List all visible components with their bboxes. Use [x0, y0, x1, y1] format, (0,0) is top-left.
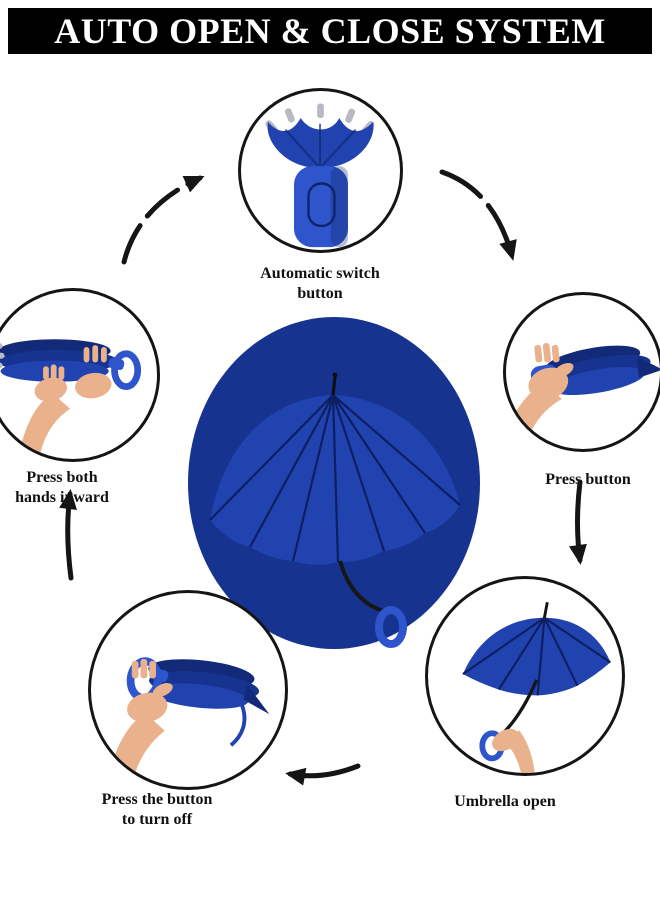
hand-press-button-icon: [506, 343, 660, 442]
title-banner: AUTO OPEN & CLOSE SYSTEM: [8, 8, 652, 54]
caption-press-button: Press button: [508, 470, 660, 490]
step-circle-hands-inward: [0, 288, 160, 462]
caption-umbrella-open: Umbrella open: [405, 792, 605, 812]
step-circle-press-button: [503, 292, 660, 452]
cycle-arrow-left-to-top-icon: [121, 175, 205, 265]
step-circle-automatic-switch: [238, 88, 403, 253]
cycle-arrow-top-to-right-icon: [439, 169, 517, 261]
caption-turn-off: Press the button to turn off: [57, 790, 257, 829]
cycle-arrow-right-down-icon: [569, 479, 587, 565]
caption-line: Press the button: [101, 791, 213, 808]
cycle-arrow-bottom-left-icon: [285, 763, 361, 786]
cycle-arrow-left-up-icon: [59, 489, 77, 581]
caption-line: button: [297, 284, 343, 302]
page-title: AUTO OPEN & CLOSE SYSTEM: [54, 11, 606, 51]
open-umbrella-icon: [462, 602, 611, 773]
caption-line: Press button: [545, 471, 631, 488]
hand-press-turn-off-icon: [106, 657, 270, 787]
caption-line: to turn off: [121, 810, 193, 828]
open-umbrella-illustration: [188, 317, 480, 649]
step-circle-umbrella-open: [425, 576, 625, 776]
caption-line: Automatic switch: [260, 265, 380, 282]
caption-line: Press both: [26, 469, 98, 486]
step-circle-turn-off: [88, 590, 288, 790]
caption-automatic-switch: Automatic switch button: [235, 264, 405, 303]
closed-umbrella-handle-icon: [265, 103, 375, 248]
hands-press-inward-icon: [0, 339, 142, 459]
caption-line: Umbrella open: [454, 793, 556, 810]
